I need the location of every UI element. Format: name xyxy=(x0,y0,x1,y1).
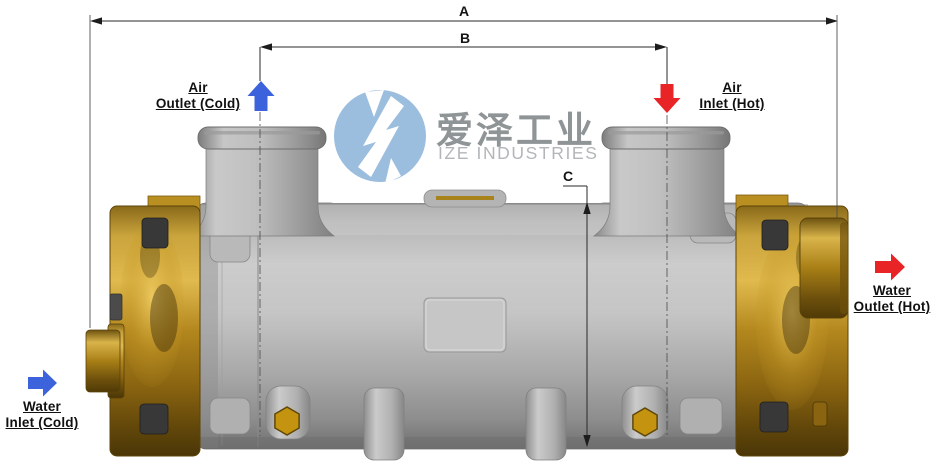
right-port-rim-line xyxy=(608,131,724,135)
rubber-mount xyxy=(141,217,169,249)
left-port-rim-line xyxy=(204,131,320,135)
water-inlet-label-line1: Water xyxy=(22,399,61,414)
water-outlet-label-line2: Outlet (Hot) xyxy=(853,299,931,315)
air-inlet-arrow xyxy=(653,84,681,113)
left-cap-dome xyxy=(120,223,184,387)
dimension-lines xyxy=(89,15,838,447)
nameplate-highlight xyxy=(425,299,505,351)
mounting-foot xyxy=(363,387,405,461)
right-cap-stub xyxy=(812,401,828,427)
barrel-end-shade-left xyxy=(196,204,218,448)
right-port-rim xyxy=(601,126,731,150)
left-cap-stub xyxy=(109,293,123,321)
air-outlet-arrow xyxy=(247,81,275,111)
left-port-air-outlet xyxy=(188,126,336,237)
air-outlet-label-line2: Outlet (Cold) xyxy=(155,96,241,112)
nameplate xyxy=(423,297,507,353)
drain-plug-hex xyxy=(274,406,300,436)
left-port-body xyxy=(188,145,336,237)
rubber-mount xyxy=(759,401,789,433)
air-outlet-label: Air Outlet (Cold) xyxy=(128,80,268,112)
clamp-lug xyxy=(679,397,723,435)
air-inlet-label-line1: Air xyxy=(722,80,742,95)
air-outlet-label-line1: Air xyxy=(188,80,208,95)
air-inlet-label-line2: Inlet (Hot) xyxy=(699,96,765,112)
rubber-mount xyxy=(139,403,169,435)
water-inlet-pipe xyxy=(85,329,121,393)
dimension-b-line xyxy=(259,43,668,84)
logo-glyph-bolt xyxy=(358,96,404,177)
left-cap-shadow xyxy=(150,284,178,352)
right-end-cap xyxy=(735,194,849,457)
water-outlet-pipe-end xyxy=(840,222,848,314)
water-outlet-arrow xyxy=(875,253,905,281)
logo-glyph-bottom-wedge xyxy=(385,158,401,184)
water-inlet-arrow xyxy=(28,369,57,397)
watermark-chinese-text: 爱泽工业 xyxy=(436,109,596,152)
dimension-c-line xyxy=(563,185,591,447)
water-outlet-label-line1: Water xyxy=(872,283,911,298)
water-outlet-label: Water Outlet (Hot) xyxy=(842,283,936,315)
watermark-english-text: IZE INDUSTRIES xyxy=(438,143,599,163)
water-inlet-label-line2: Inlet (Cold) xyxy=(5,415,79,431)
dimension-a-line xyxy=(89,15,838,328)
logo-glyph-top-wedge xyxy=(365,90,384,117)
left-port-rim xyxy=(197,126,327,150)
watermark-logo xyxy=(334,90,426,184)
dimension-b-label: B xyxy=(459,30,471,46)
rubber-mount xyxy=(761,219,789,251)
heat-exchanger-illustration xyxy=(85,64,849,461)
water-inlet-label: Water Inlet (Cold) xyxy=(0,399,84,431)
air-inlet-label: Air Inlet (Hot) xyxy=(662,80,802,112)
dimension-a-label: A xyxy=(458,3,470,19)
clamp-lug xyxy=(209,397,251,435)
port-centerlines xyxy=(259,112,668,436)
drain-plug-hex xyxy=(632,407,658,437)
flow-arrows xyxy=(28,81,905,397)
left-end-cap xyxy=(85,195,201,457)
mounting-foot xyxy=(525,387,567,461)
dimension-c-label: C xyxy=(562,168,574,184)
top-clamp-gasket xyxy=(436,196,494,200)
barrel-bottom-shadow xyxy=(198,437,806,448)
